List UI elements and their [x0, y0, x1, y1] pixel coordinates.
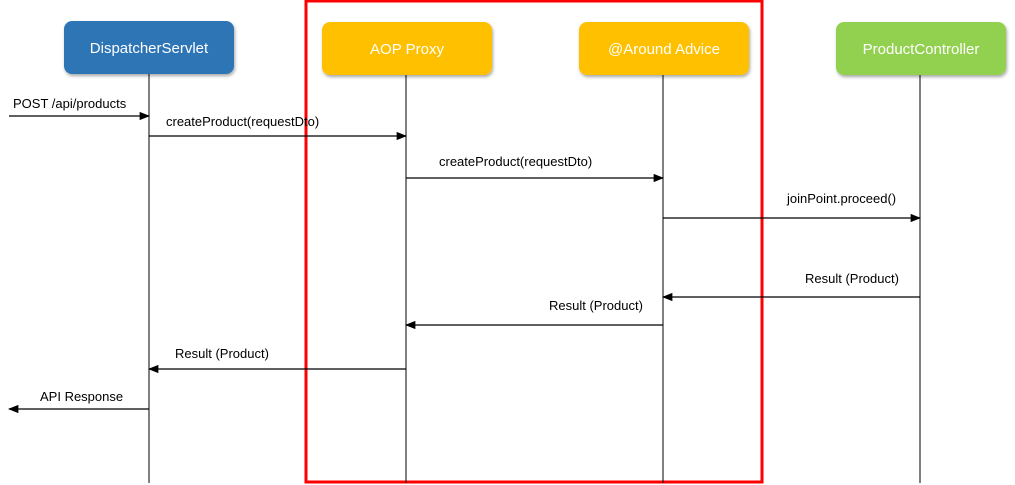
message-label: Result (Product): [549, 298, 643, 313]
message-proxy-to-advice: createProduct(requestDto): [406, 154, 665, 183]
participant-box: [579, 22, 749, 75]
message-advice-to-controller: joinPoint.proceed(): [663, 191, 922, 223]
message-label: joinPoint.proceed(): [786, 191, 896, 206]
participant-dispatcher: DispatcherServlet: [64, 21, 234, 74]
message-label: createProduct(requestDto): [439, 154, 592, 169]
participant-label: DispatcherServlet: [90, 40, 209, 57]
message-label: Result (Product): [175, 346, 269, 361]
participant-label: AOP Proxy: [370, 41, 444, 58]
message-label: createProduct(requestDto): [166, 114, 319, 129]
message-label: Result (Product): [805, 271, 899, 286]
participant-controller: ProductController: [836, 22, 1006, 75]
message-label: API Response: [40, 389, 123, 404]
participant-box: [836, 22, 1006, 75]
lifelines: [148, 74, 921, 483]
participant-proxy: AOP Proxy: [322, 22, 492, 75]
participant-box: [64, 21, 234, 74]
participant-advice: @Around Advice: [579, 22, 749, 75]
participant-label: @Around Advice: [608, 41, 720, 58]
aop-highlight-frame: [304, 0, 764, 484]
message-label: POST /api/products: [13, 96, 127, 111]
participant-box: [322, 22, 492, 75]
message-advice-result: Result (Product): [404, 298, 663, 330]
message-proxy-result: Result (Product): [147, 346, 406, 374]
message-api-response: API Response: [7, 389, 149, 414]
message-controller-result: Result (Product): [661, 271, 920, 302]
message-request-in: POST /api/products: [9, 96, 151, 121]
message-dispatcher-to-proxy: createProduct(requestDto): [149, 114, 408, 141]
participant-label: ProductController: [863, 41, 980, 58]
